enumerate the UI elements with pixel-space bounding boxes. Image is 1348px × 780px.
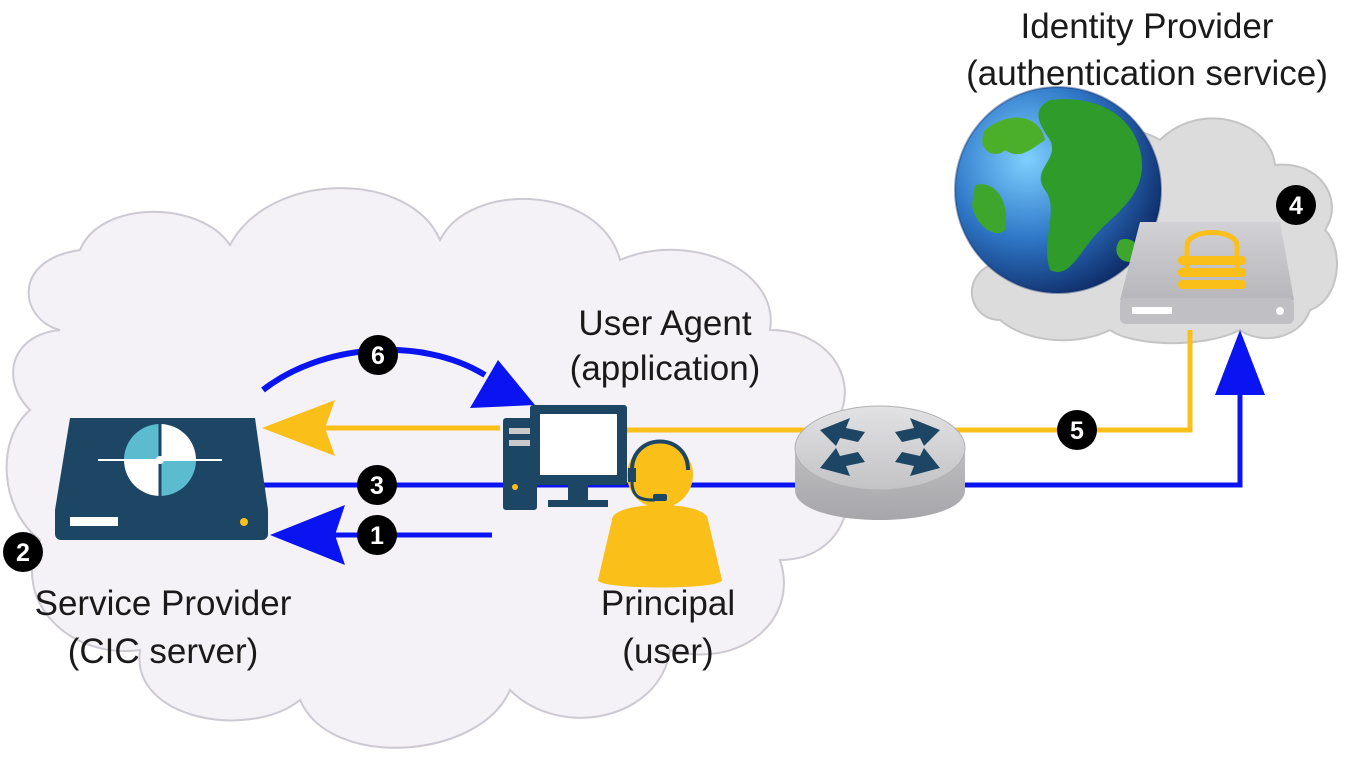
- user-headset-icon: [598, 439, 722, 588]
- principal-subtitle: (user): [622, 632, 713, 671]
- step-badge-4: 4: [1276, 185, 1316, 225]
- left-cloud: [5, 187, 849, 749]
- user-agent-title: User Agent: [578, 304, 751, 343]
- step-3-label: 3: [370, 472, 384, 500]
- server-icon: [55, 418, 268, 540]
- gold-arrowhead: [262, 400, 335, 456]
- step-4-label: 4: [1289, 192, 1303, 220]
- step-badge-5: 5: [1057, 410, 1097, 450]
- idp-arrowhead: [1215, 330, 1265, 395]
- step-badge-6: 6: [358, 335, 398, 375]
- curved-arrowhead: [470, 360, 535, 408]
- service-provider-title: Service Provider: [35, 584, 292, 623]
- step-1-label: 1: [370, 522, 384, 550]
- user-agent-subtitle: (application): [570, 349, 761, 388]
- step-6-label: 6: [371, 342, 385, 370]
- step-badge-1: 1: [357, 515, 397, 555]
- service-provider-subtitle: (CIC server): [68, 632, 259, 671]
- secure-server-icon: [1120, 222, 1294, 324]
- identity-provider-subtitle: (authentication service): [966, 54, 1328, 93]
- step-badge-3: 3: [357, 465, 397, 505]
- request-arrowhead: [270, 505, 345, 565]
- identity-provider-title: Identity Provider: [1021, 7, 1274, 46]
- globe-icon: [954, 86, 1162, 294]
- step-2-label: 2: [16, 539, 30, 567]
- router-icon: [794, 405, 966, 520]
- principal-title: Principal: [601, 584, 735, 623]
- step-badge-2: 2: [3, 532, 43, 572]
- desktop-computer-icon: [503, 405, 627, 510]
- step-5-label: 5: [1070, 417, 1084, 445]
